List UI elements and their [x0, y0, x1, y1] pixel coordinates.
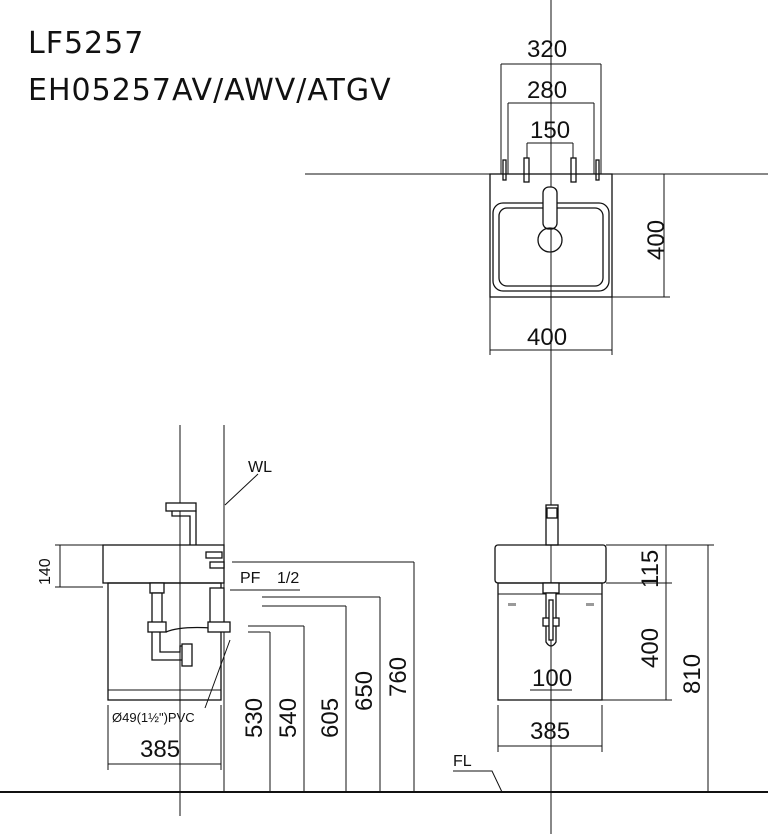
height-540-label: 540 [275, 698, 302, 738]
variant-title: EH05257AV/AWV/ATGV [28, 73, 392, 108]
dim-140-label: 140 [37, 558, 54, 585]
dim-100-label: 100 [532, 665, 572, 692]
dim-810-label: 810 [679, 654, 706, 694]
height-530-label: 530 [241, 698, 268, 738]
dim-385-front-label: 385 [530, 718, 570, 745]
fl-label: FL [453, 753, 472, 770]
dim-400-height-label: 400 [643, 220, 670, 260]
wl-label: WL [248, 459, 272, 476]
pf-label: PF [240, 570, 261, 587]
pf-size-label: 1/2 [277, 570, 299, 587]
model-title: LF5257 [28, 26, 144, 61]
pvc-label: Ø49(1½")PVC [112, 710, 195, 725]
height-650-label: 650 [351, 671, 378, 711]
height-760-label: 760 [385, 657, 412, 697]
dim-400-front-label: 400 [637, 628, 664, 668]
height-605-label: 605 [317, 698, 344, 738]
dim-115-label: 115 [637, 550, 664, 588]
dim-150-label: 150 [530, 117, 570, 144]
dim-280-label: 280 [527, 77, 567, 104]
front-view: 100 385 115 400 810 FL [453, 504, 714, 793]
side-view: WL PF 1/2 Ø49(1½")PVC 140 [37, 425, 415, 816]
dim-400-width-label: 400 [527, 324, 567, 351]
dim-385-side-label: 385 [140, 736, 180, 763]
dim-320-label: 320 [527, 36, 567, 63]
top-view: 320 280 150 400 400 [489, 36, 670, 355]
